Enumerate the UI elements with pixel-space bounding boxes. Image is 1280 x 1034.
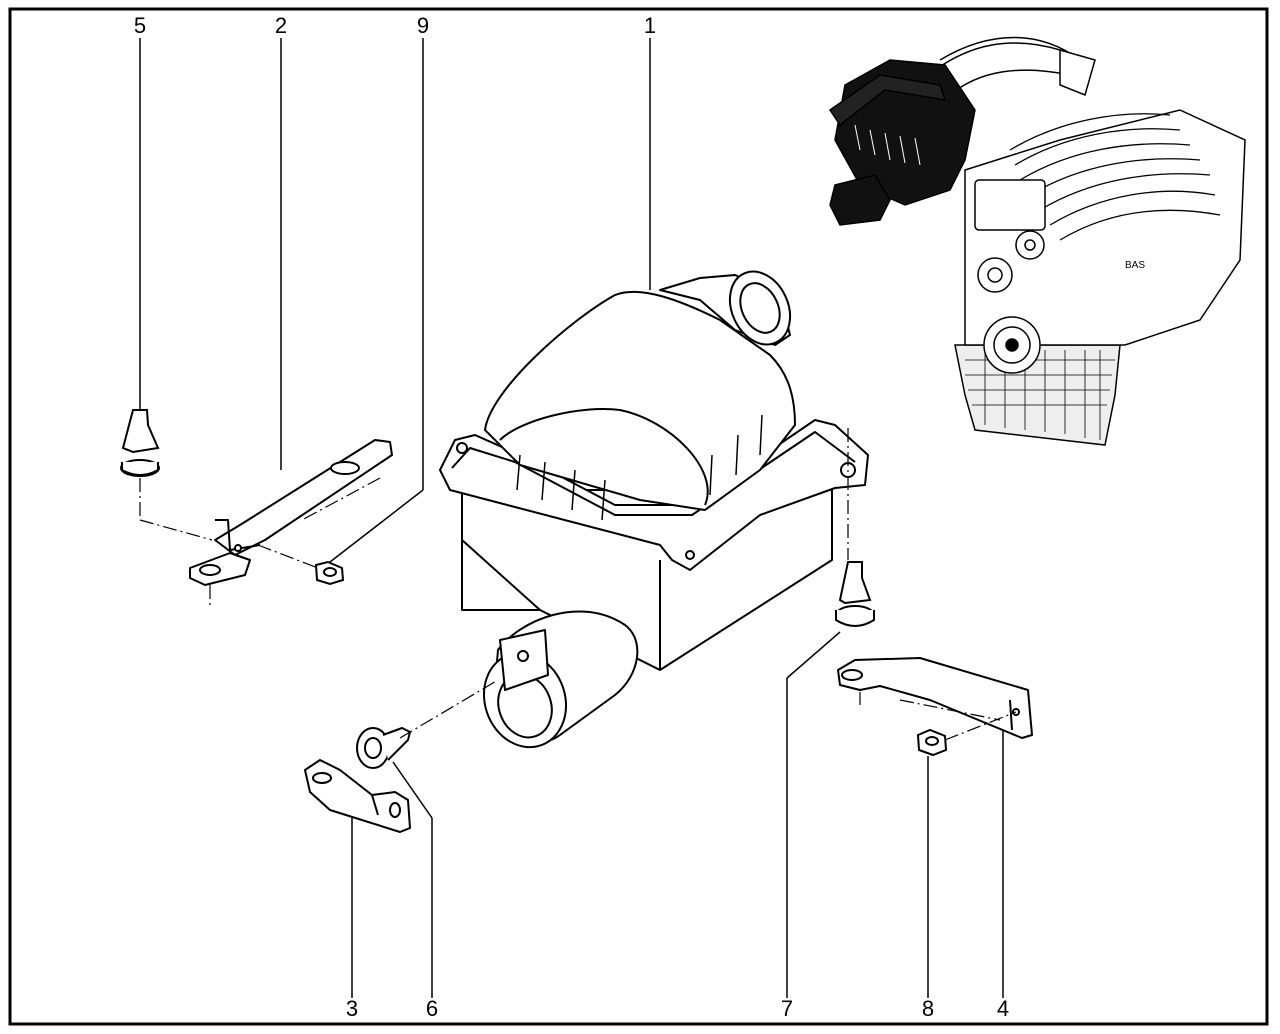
callout-8: 8 <box>922 996 934 1021</box>
rubber-mount-left <box>120 409 160 477</box>
bracket-small <box>304 759 411 833</box>
callout-labels: 5 2 9 1 3 6 7 8 4 <box>134 13 1009 1021</box>
callout-5: 5 <box>134 13 146 38</box>
callout-6: 6 <box>426 996 438 1021</box>
nut-left <box>314 560 345 586</box>
callout-4: 4 <box>997 996 1009 1021</box>
rubber-mount-right <box>835 561 875 627</box>
leader-lines <box>139 38 1004 998</box>
bracket-angled <box>837 657 1033 739</box>
nut-right <box>916 728 948 757</box>
callout-3: 3 <box>346 996 358 1021</box>
callout-1: 1 <box>644 13 656 38</box>
bracket-strip <box>189 439 393 586</box>
air-filter-housing <box>439 270 869 749</box>
engine-overview-illustration: BAS <box>828 36 1246 446</box>
assembly-centerlines <box>139 428 1017 741</box>
engine-label: BAS <box>1125 260 1145 271</box>
callout-2: 2 <box>275 13 287 38</box>
diagram-border <box>8 7 1269 1026</box>
rubber-mount-lower <box>356 726 412 769</box>
callout-7: 7 <box>781 996 793 1021</box>
callout-9: 9 <box>417 13 429 38</box>
